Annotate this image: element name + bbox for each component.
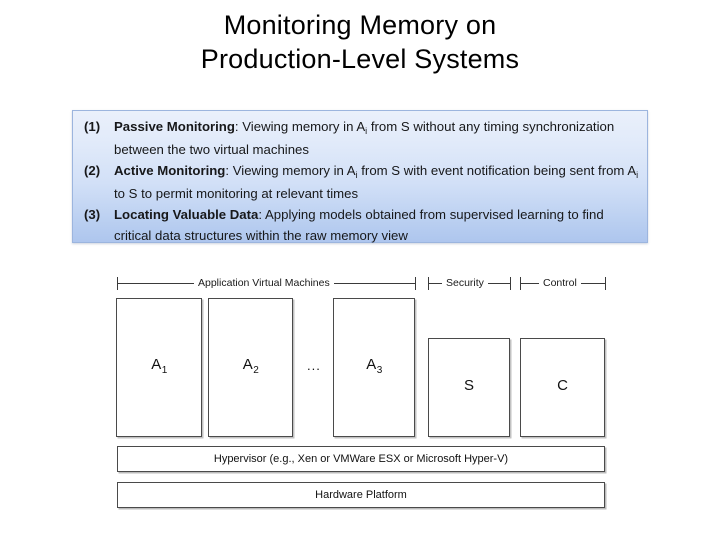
avm-bracket-line (117, 283, 416, 284)
security-bracket-line (428, 283, 511, 284)
hardware-layer-label: Hardware Platform (315, 489, 407, 501)
security-group-label: Security (442, 277, 488, 289)
page-title: Monitoring Memory on Production-Level Sy… (0, 8, 720, 76)
vm-box-a3: A3 (333, 298, 415, 437)
page-title-line-1: Monitoring Memory on (223, 10, 497, 40)
list-item-text-1: : Viewing memory in A (234, 119, 366, 134)
list-item-text-1: : Viewing memory in A (225, 163, 356, 178)
list-item-text-3: to S to permit monitoring at relevant ti… (114, 186, 359, 201)
avm-bracket-tick-left (117, 277, 118, 290)
control-group-label: Control (539, 277, 581, 289)
list-item-subscript-1: i (355, 170, 358, 180)
monitoring-modes-callout: (1)Passive Monitoring: Viewing memory in… (72, 110, 648, 243)
vm-box-a1-label: A1 (151, 356, 168, 376)
control-bracket-tick-right (605, 277, 606, 290)
list-item: (2) Active Monitoring: Viewing memory in … (84, 160, 639, 204)
hardware-layer: Hardware Platform (117, 482, 605, 508)
list-item-number: (1) (84, 119, 101, 134)
list-item: (1) Passive Monitoring: Viewing memory in… (84, 116, 639, 160)
security-bracket-tick-left (428, 277, 429, 290)
hypervisor-layer-label: Hypervisor (e.g., Xen or VMWare ESX or M… (213, 453, 509, 465)
list-item-text-1: : Applying models obtained from supervis… (114, 207, 604, 243)
security-vm-box-label: S (463, 377, 474, 394)
list-item: (3) Locating Valuable Data: Applying mode… (84, 204, 639, 246)
list-item-text-2: from S without any timing synchronizatio… (114, 119, 615, 157)
monitoring-modes-list: (1)Passive Monitoring: Viewing memory in… (84, 116, 639, 246)
list-item-number: (2) (84, 163, 101, 178)
list-item-lead: Passive Monitoring (114, 119, 235, 134)
vm-box-a2-label: A2 (242, 356, 259, 376)
list-item-lead: Active Monitoring (114, 163, 226, 178)
list-item-number: (3) (84, 207, 101, 222)
list-item-lead: Locating Valuable Data (114, 207, 259, 222)
avm-group-label: Application Virtual Machines (194, 277, 334, 289)
hypervisor-layer: Hypervisor (e.g., Xen or VMWare ESX or M… (117, 446, 605, 472)
security-vm-box: S (428, 338, 510, 437)
list-item-text-2: from S with event notification being sen… (357, 163, 637, 178)
list-item-subscript-1: i (365, 126, 368, 136)
vm-box-a2: A2 (208, 298, 293, 437)
vm-box-a3-label: A3 (366, 356, 383, 376)
control-vm-box-label: C (557, 377, 568, 394)
vm-box-a1: A1 (116, 298, 202, 437)
page-title-line-2: Production-Level Systems (200, 44, 520, 74)
list-item-subscript-2: i (636, 170, 639, 180)
control-bracket-line (520, 283, 606, 284)
control-vm-box: C (520, 338, 605, 437)
vm-ellipsis: ... (307, 358, 321, 373)
security-bracket-tick-right (510, 277, 511, 290)
control-bracket-tick-left (520, 277, 521, 290)
avm-bracket-tick-right (415, 277, 416, 290)
